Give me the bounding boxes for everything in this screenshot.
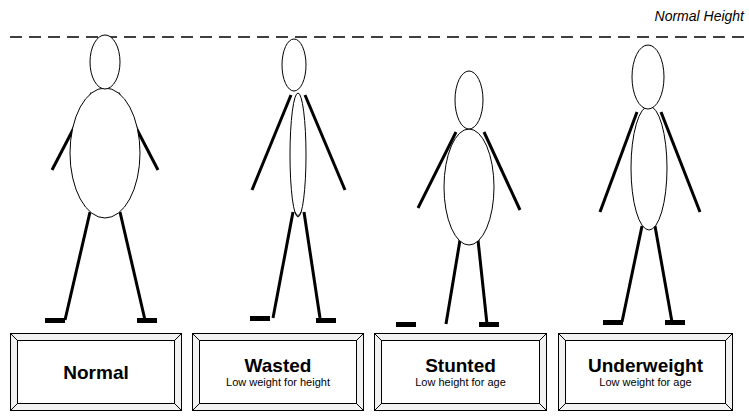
category-name: Normal [63, 362, 128, 383]
bevel-corner [192, 404, 199, 411]
leg [120, 212, 145, 320]
body [70, 88, 140, 218]
leg [65, 212, 90, 320]
bevel-corner [726, 404, 733, 411]
leg [273, 212, 293, 318]
bevel-corner [374, 404, 381, 411]
inner-border [566, 341, 726, 404]
stunted-figure [396, 71, 520, 327]
head [455, 71, 483, 129]
category-name: Stunted [425, 355, 496, 376]
foot [396, 322, 416, 327]
leg [304, 212, 320, 318]
foot [250, 316, 270, 321]
foot [137, 318, 157, 323]
leg [655, 226, 672, 322]
foot [479, 322, 499, 327]
leg [622, 226, 642, 322]
body [290, 93, 306, 217]
leg [446, 240, 460, 324]
category-box: Normal [10, 333, 182, 411]
head [282, 39, 306, 91]
box-text: WastedLow weight for height [192, 333, 364, 411]
bevel-corner [726, 333, 733, 340]
inner-border [18, 341, 175, 404]
category-box: WastedLow weight for height [192, 333, 364, 411]
head [632, 45, 664, 109]
arm [252, 95, 291, 190]
leg [478, 240, 487, 324]
outer-border [11, 334, 182, 411]
head [90, 35, 120, 89]
body-detail [295, 212, 301, 216]
bevel-corner [175, 333, 182, 340]
bevel-corner [374, 333, 381, 340]
category-name: Wasted [245, 355, 312, 376]
category-definition: Low height for age [415, 376, 506, 389]
category-name: Underweight [588, 355, 703, 376]
category-definition: Low weight for age [599, 376, 691, 389]
foot [665, 320, 685, 325]
height-label: Normal Height [655, 8, 744, 24]
category-box: UnderweightLow weight for age [558, 333, 733, 411]
outer-border [375, 334, 547, 411]
underweight-figure [600, 45, 700, 325]
normal-height-line [10, 36, 749, 38]
body [444, 129, 494, 245]
outer-border [559, 334, 733, 411]
bevel-corner [357, 333, 364, 340]
bevel-corner [10, 404, 17, 411]
outer-border [193, 334, 364, 411]
category-box: StuntedLow height for age [374, 333, 547, 411]
foot [603, 320, 623, 325]
bevel-corner [357, 404, 364, 411]
bevel-corner [558, 404, 565, 411]
box-text: StuntedLow height for age [374, 333, 547, 411]
bevel-corner [558, 333, 565, 340]
inner-border [382, 341, 540, 404]
bevel-corner [10, 333, 17, 340]
box-text: UnderweightLow weight for age [558, 333, 733, 411]
bevel-corner [540, 404, 547, 411]
normal-figure [45, 35, 158, 323]
bevel-corner [192, 333, 199, 340]
arm [305, 95, 345, 190]
category-definition: Low weight for height [226, 376, 330, 389]
inner-border [200, 341, 357, 404]
foot [45, 318, 65, 323]
foot [316, 318, 336, 323]
bevel-corner [540, 333, 547, 340]
body [631, 106, 667, 230]
box-text: Normal [10, 333, 182, 411]
bevel-corner [175, 404, 182, 411]
wasted-figure [250, 39, 345, 323]
